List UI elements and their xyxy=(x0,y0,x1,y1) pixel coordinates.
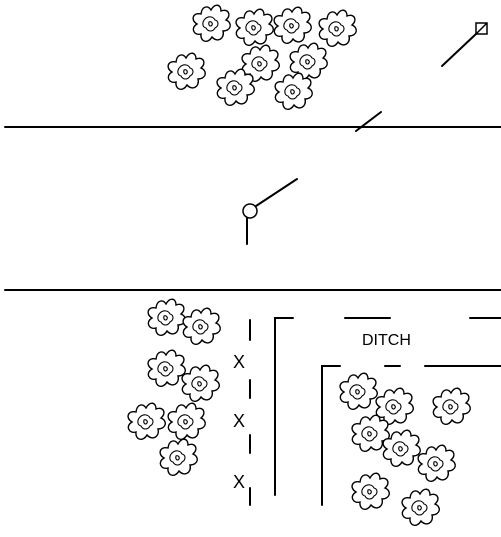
ditch-outline: DITCH xyxy=(274,317,501,506)
fence-x-mark: X xyxy=(233,411,245,431)
tree-symbol xyxy=(182,307,221,345)
tree-symbol xyxy=(147,349,186,387)
tree-symbol xyxy=(235,8,274,46)
tree-symbol xyxy=(147,298,186,336)
tree-symbol xyxy=(274,72,313,110)
tree-symbol xyxy=(401,488,440,526)
tree-symbol xyxy=(339,372,378,410)
tree-symbol xyxy=(432,387,471,425)
ditch-label: DITCH xyxy=(362,332,411,349)
tree-cluster-top xyxy=(167,4,357,110)
fence-x-mark: X xyxy=(233,352,245,372)
light-pole-symbol xyxy=(242,178,298,245)
fence-x-mark: X xyxy=(233,472,245,492)
tree-symbol xyxy=(192,4,231,42)
tree-symbol xyxy=(159,438,198,476)
tree-symbol xyxy=(216,68,255,106)
tree-cluster-bottom-left xyxy=(127,298,221,476)
tree-cluster-bottom-right xyxy=(339,372,471,526)
tree-symbol xyxy=(167,52,206,90)
tree-symbol xyxy=(181,364,220,402)
pole-square-icon xyxy=(475,22,488,35)
fence-line: X X X xyxy=(233,319,251,506)
tree-symbol xyxy=(167,402,206,440)
tree-symbol xyxy=(351,472,390,510)
tree-symbol xyxy=(127,402,166,440)
tree-symbol xyxy=(273,6,312,44)
utility-pole-symbol xyxy=(441,22,488,67)
tree-symbol xyxy=(417,444,456,482)
guy-wire-line xyxy=(355,111,382,132)
tree-symbol xyxy=(318,9,357,47)
tree-symbol xyxy=(375,387,414,425)
light-pole-circle-icon xyxy=(242,203,258,219)
